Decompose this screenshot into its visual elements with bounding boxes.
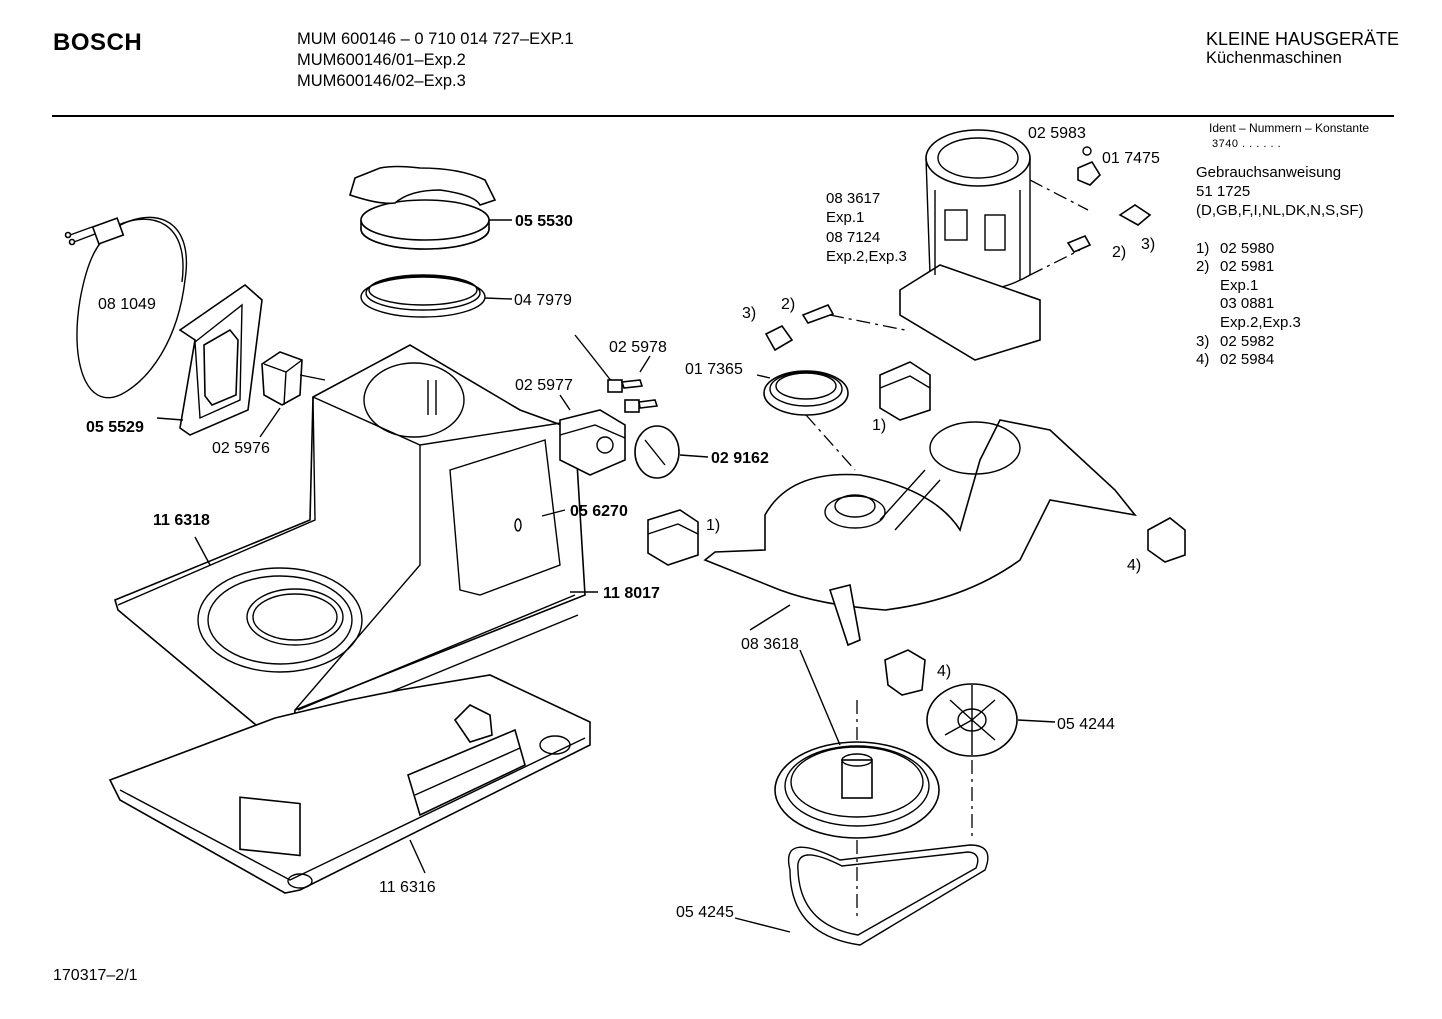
wire-connectors xyxy=(574,334,659,413)
bearing-ring xyxy=(756,370,849,416)
category-title: KLEINE HAUSGERÄTE xyxy=(1206,29,1400,49)
label-081049: 08 1049 xyxy=(98,296,156,313)
brand-logo: BOSCH xyxy=(53,29,143,56)
bracket-parts xyxy=(647,361,931,566)
label-116318: 11 6318 xyxy=(153,512,210,529)
label-017475: 01 7475 xyxy=(1102,150,1160,167)
motor-small-parts xyxy=(764,146,1152,352)
label-motor-1: 08 3617 xyxy=(826,190,880,207)
seal-ring xyxy=(360,274,513,318)
label-056270: 05 6270 xyxy=(570,503,628,520)
legend-row-2: 2)02 5981 xyxy=(1196,258,1275,275)
label-ref-2-right: 2) xyxy=(1112,244,1126,261)
legend-row-1: 1)02 5980 xyxy=(1196,240,1275,257)
label-ref-2-left: 2) xyxy=(781,296,795,313)
model-line-1: MUM 600146 – 0 710 014 727–EXP.1 xyxy=(297,30,574,48)
instructions-title: Gebrauchsanweisung xyxy=(1196,164,1342,181)
lid-part xyxy=(349,165,512,250)
legend-row-4: 03 0881 xyxy=(1220,295,1275,312)
label-025983: 02 5983 xyxy=(1028,125,1086,142)
label-motor-2: 08 7124 xyxy=(826,229,880,246)
header-rule xyxy=(52,115,1394,117)
motor-assembly xyxy=(899,129,1041,361)
pulley-wheel xyxy=(774,649,940,839)
label-083618: 08 3618 xyxy=(741,636,799,653)
label-116316: 11 6316 xyxy=(379,879,436,896)
label-047979: 04 7979 xyxy=(514,292,572,309)
subcategory-title: Küchenmaschinen xyxy=(1206,49,1342,67)
label-ref-1-upper: 1) xyxy=(872,417,886,434)
switch-part xyxy=(259,351,326,438)
model-line-3: MUM600146/02–Exp.3 xyxy=(297,72,466,90)
rotary-switch xyxy=(559,394,626,476)
label-025978: 02 5978 xyxy=(609,339,667,356)
instructions-number: 51 1725 xyxy=(1196,183,1251,200)
label-017365: 01 7365 xyxy=(685,361,743,378)
clip-parts xyxy=(884,517,1186,696)
label-054245: 05 4245 xyxy=(676,904,734,921)
model-line-2: MUM600146/01–Exp.2 xyxy=(297,51,466,69)
label-054244: 05 4244 xyxy=(1057,716,1115,733)
legend-row-7: 4)02 5984 xyxy=(1196,351,1275,368)
label-motor-1-exp: Exp.1 xyxy=(826,209,864,226)
label-055530: 05 5530 xyxy=(515,213,573,230)
legend-row-3: Exp.1 xyxy=(1220,277,1259,294)
cooling-fan xyxy=(926,683,1056,840)
label-025977: 02 5977 xyxy=(515,377,573,394)
ident-value: 3740 . . . . . . xyxy=(1212,138,1282,150)
power-cord xyxy=(64,216,188,399)
ident-title: Ident – Nummern – Konstante xyxy=(1209,121,1370,135)
label-ref-1-lower: 1) xyxy=(706,517,720,534)
legend-row-6: 3)02 5982 xyxy=(1196,333,1275,350)
legend-row-5: Exp.2,Exp.3 xyxy=(1220,314,1301,331)
label-motor-2-exp: Exp.2,Exp.3 xyxy=(826,248,907,265)
base-plate xyxy=(108,674,591,894)
knob xyxy=(634,425,709,479)
cord-holder xyxy=(156,283,263,436)
label-025976: 02 5976 xyxy=(212,440,270,457)
main-housing xyxy=(114,344,598,757)
label-055529: 05 5529 xyxy=(86,419,144,436)
footer-code: 170317–2/1 xyxy=(53,967,138,984)
instructions-languages: (D,GB,F,I,NL,DK,N,S,SF) xyxy=(1196,202,1364,219)
label-118017: 11 8017 xyxy=(603,585,660,602)
gear-housing xyxy=(703,414,1137,647)
label-ref-4-right: 4) xyxy=(1127,557,1141,574)
label-029162: 02 9162 xyxy=(711,450,769,467)
label-ref-3-left: 3) xyxy=(742,305,756,322)
label-ref-4-lower: 4) xyxy=(937,663,951,680)
drive-belt xyxy=(734,840,989,946)
label-ref-3-right: 3) xyxy=(1141,236,1155,253)
